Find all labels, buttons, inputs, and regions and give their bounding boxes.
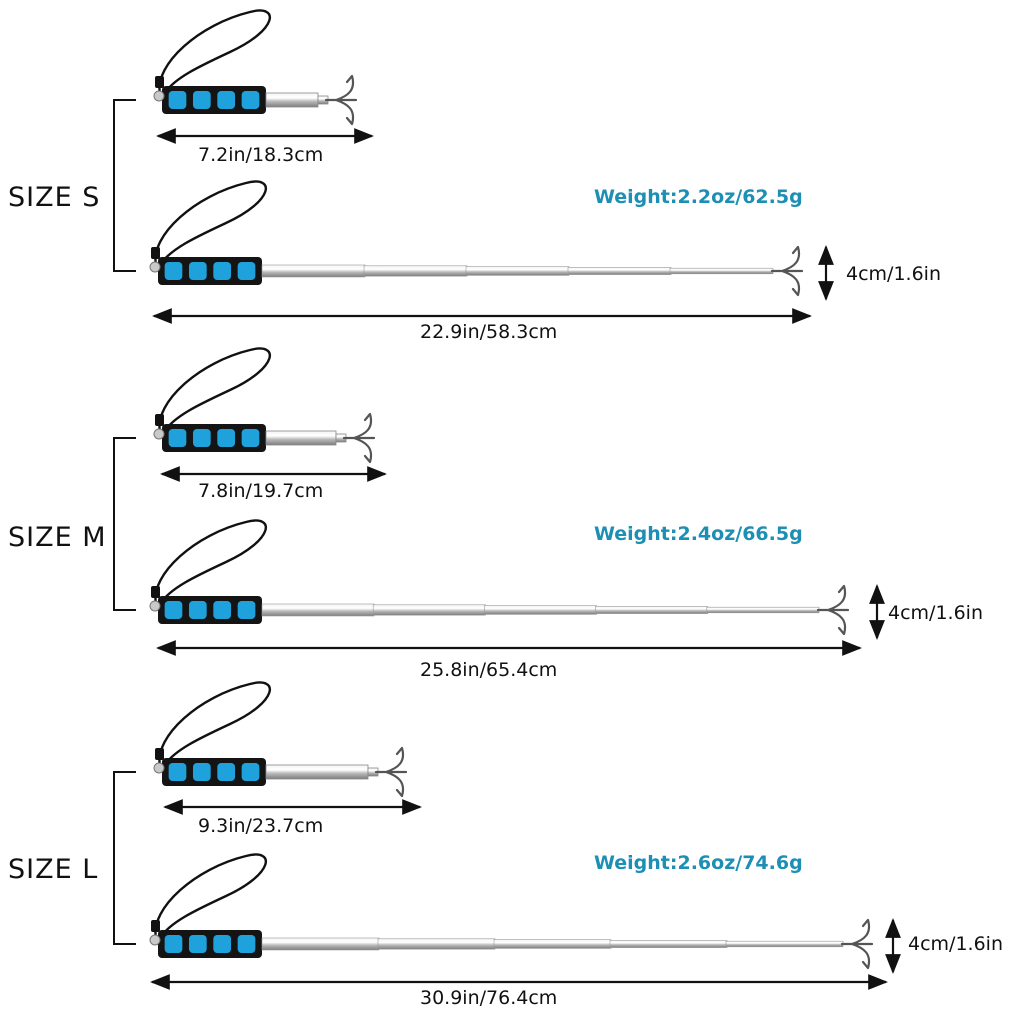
- size-s-extended-gaff-grip-pad: [237, 262, 256, 280]
- size-l-collapsed-gaff-grip: [162, 758, 266, 786]
- size-m-collapsed-gaff-lanyard-clip: [155, 414, 164, 426]
- size-m-extended-gaff-grip-pad: [213, 601, 232, 619]
- size-m-collapsed-gaff-grip-pad: [168, 429, 187, 447]
- size-s-extended-gaff-hook: [770, 245, 804, 297]
- size-m-extended-gaff-grip-pad: [188, 601, 207, 619]
- size-s-extended-gaff-grip-cap: [149, 261, 161, 273]
- size-s-collapsed-gaff-shaft: [265, 92, 319, 108]
- size-l-extended-gaff-grip-pad: [237, 935, 256, 953]
- size-m-extended-gaff-shaft-section: [706, 606, 820, 614]
- size-s-extended-gaff-lanyard-clip: [151, 247, 160, 259]
- size-m-extended-gaff-grip-pad: [237, 601, 256, 619]
- size-m-collapsed-gaff-grip: [162, 424, 266, 452]
- size-m-extended-gaff-grip-cap: [149, 600, 161, 612]
- size-l-collapsed-gaff-shaft: [265, 764, 369, 780]
- size-l-extended-gaff-grip-cap: [149, 934, 161, 946]
- size-m-extended-gaff-grip-pad: [164, 601, 183, 619]
- size-s-extended-gaff-grip: [158, 257, 262, 285]
- size-l-weight: Weight:2.6oz/74.6g: [594, 852, 803, 874]
- size-s-collapsed-gaff-grip-pad: [241, 91, 260, 109]
- size-s-collapsed-gaff-lanyard-clip: [155, 76, 164, 88]
- size-l-extended-gaff-shaft-section: [725, 940, 844, 948]
- size-m-extended-gaff-shaft-section: [595, 606, 709, 614]
- size-l-collapsed-gaff-hook: [374, 746, 408, 798]
- size-l-collapsed-gaff-lanyard-clip: [155, 748, 164, 760]
- size-l-extended-gaff-grip-pad: [188, 935, 207, 953]
- size-l-extended-length: 30.9in/76.4cm: [420, 987, 558, 1009]
- size-m-hook-width: 4cm/1.6in: [888, 602, 983, 624]
- size-m-weight: Weight:2.4oz/66.5g: [594, 523, 803, 545]
- size-m-extended-length: 25.8in/65.4cm: [420, 659, 558, 681]
- size-s-extended-length: 22.9in/58.3cm: [420, 321, 558, 343]
- size-m-bracket: [113, 437, 136, 611]
- size-s-collapsed-gaff-grip-pad: [192, 91, 211, 109]
- size-s-extended-gaff-grip-pad: [164, 262, 183, 280]
- size-m-collapsed-gaff-grip-cap: [153, 428, 165, 440]
- size-s-weight: Weight:2.2oz/62.5g: [594, 186, 803, 208]
- size-l-extended-gaff-lanyard-clip: [151, 920, 160, 932]
- size-l-extended-gaff-shaft-section: [261, 937, 380, 951]
- size-l-collapsed-length: 9.3in/23.7cm: [198, 815, 324, 837]
- size-s-extended-gaff-shaft-section: [363, 265, 468, 277]
- size-m-extended-gaff-hook: [816, 584, 850, 636]
- size-m-collapsed-gaff-grip-pad: [241, 429, 260, 447]
- size-l-extended-gaff-lanyard: [154, 853, 267, 939]
- size-s-collapsed-length: 7.2in/18.3cm: [198, 144, 324, 166]
- size-l-collapsed-gaff-lanyard: [158, 681, 271, 767]
- size-m-extended-gaff-shaft-section: [484, 605, 597, 615]
- size-s-extended-gaff-shaft-section: [567, 267, 672, 275]
- size-s-extended-gaff-shaft-section: [669, 267, 774, 275]
- size-m-extended-gaff-shaft-section: [261, 603, 375, 617]
- size-m-collapsed-gaff-hook: [342, 412, 376, 464]
- size-s-collapsed-gaff-lanyard: [158, 9, 271, 95]
- size-s-hook-width: 4cm/1.6in: [846, 263, 941, 285]
- size-m-extended-gaff-shaft-section: [372, 604, 486, 616]
- size-s-collapsed-gaff-grip-pad: [168, 91, 187, 109]
- size-m-collapsed-length: 7.8in/19.7cm: [198, 480, 324, 502]
- size-m-collapsed-gaff-grip-pad: [192, 429, 211, 447]
- size-m-extended-gaff-grip: [158, 596, 262, 624]
- size-l-extended-gaff-grip: [158, 930, 262, 958]
- size-s-collapsed-gaff-grip: [162, 86, 266, 114]
- size-l-collapsed-gaff-grip-pad: [217, 763, 236, 781]
- size-m-collapsed-gaff-shaft: [265, 430, 337, 446]
- size-m-extended-gaff-lanyard: [154, 519, 267, 605]
- size-s-label: SIZE S: [8, 182, 101, 213]
- size-m-collapsed-gaff-lanyard: [158, 347, 271, 433]
- size-l-collapsed-gaff-grip-cap: [153, 762, 165, 774]
- size-m-label: SIZE M: [8, 522, 107, 553]
- size-s-collapsed-gaff-hook: [324, 74, 358, 126]
- size-l-extended-gaff-shaft-section: [609, 940, 728, 948]
- size-l-extended-gaff-shaft-section: [377, 938, 496, 950]
- size-s-extended-gaff-grip-pad: [213, 262, 232, 280]
- size-m-extended-gaff-lanyard-clip: [151, 586, 160, 598]
- size-l-hook-width: 4cm/1.6in: [908, 933, 1003, 955]
- size-s-extended-gaff-shaft-section: [465, 266, 570, 276]
- size-s-extended-gaff-shaft-section: [261, 264, 366, 278]
- size-s-collapsed-gaff-grip-cap: [153, 90, 165, 102]
- size-m-collapsed-gaff-grip-pad: [217, 429, 236, 447]
- size-l-collapsed-gaff-grip-pad: [168, 763, 187, 781]
- size-l-collapsed-gaff-grip-pad: [192, 763, 211, 781]
- size-l-extended-gaff-hook: [840, 918, 874, 970]
- size-l-extended-gaff-shaft-section: [493, 939, 612, 949]
- size-s-bracket: [113, 99, 136, 272]
- size-s-collapsed-gaff-grip-pad: [217, 91, 236, 109]
- size-l-bracket: [113, 771, 136, 945]
- size-l-collapsed-gaff-grip-pad: [241, 763, 260, 781]
- size-s-extended-gaff-grip-pad: [188, 262, 207, 280]
- size-l-label: SIZE L: [8, 854, 99, 885]
- size-l-extended-gaff-grip-pad: [164, 935, 183, 953]
- size-l-extended-gaff-grip-pad: [213, 935, 232, 953]
- size-s-extended-gaff-lanyard: [154, 180, 267, 266]
